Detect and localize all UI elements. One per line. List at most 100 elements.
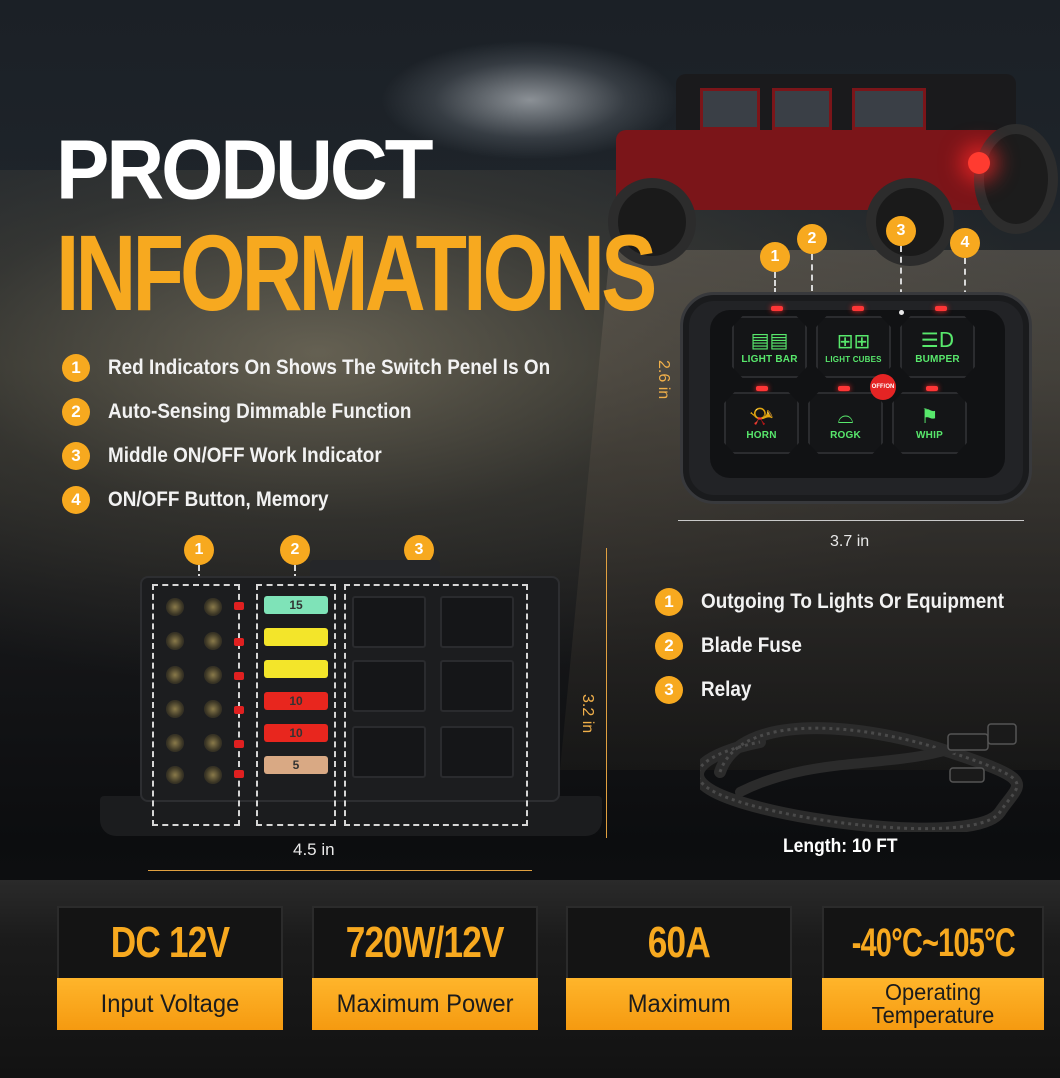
- spec-value: 60A: [647, 918, 711, 967]
- callout-leader-line: [900, 246, 902, 306]
- blade-fuse: 15: [264, 596, 328, 614]
- fusebox-feature-item: 1 Outgoing To Lights Or Equipment: [655, 580, 1055, 624]
- feature-number-badge: 2: [62, 398, 90, 426]
- red-wire: [234, 770, 244, 778]
- fuse-rating: 5: [292, 758, 300, 772]
- red-indicator-led: [756, 386, 768, 391]
- terminal-screw: [204, 666, 222, 684]
- spec-value-box: DC 12V: [57, 906, 283, 980]
- switch-light-bar[interactable]: ▤▤ LIGHT BAR: [732, 316, 807, 378]
- panel-height-label: 2.6 in: [655, 360, 672, 400]
- callout-leader-line: [774, 272, 776, 302]
- panel-callout-2: 2: [797, 224, 827, 254]
- fusebox-width-label: 4.5 in: [293, 840, 335, 859]
- fusebox-feature-item: 2 Blade Fuse: [655, 624, 1055, 668]
- vehicle-window: [852, 88, 926, 130]
- feature-text: Outgoing To Lights Or Equipment: [701, 590, 1005, 613]
- feature-number-badge: 2: [655, 632, 683, 660]
- switch-label: BUMPER: [915, 353, 960, 365]
- red-wire: [234, 638, 244, 646]
- red-indicator-led: [771, 306, 783, 311]
- relay-module: [440, 596, 514, 648]
- panel-feature-item: 1 Red Indicators On Shows The Switch Pen…: [62, 346, 642, 390]
- terminal-screw: [204, 700, 222, 718]
- spec-value: DC 12V: [110, 918, 230, 967]
- panel-callout-3: 3: [886, 216, 916, 246]
- switch-label: LIGHT CUBES: [825, 354, 882, 364]
- panel-width-dimension-line: [678, 520, 1024, 521]
- blade-fuse: 10: [264, 692, 328, 710]
- switch-whip[interactable]: ⚑ WHIP: [892, 392, 967, 454]
- relay-module: [352, 596, 426, 648]
- feature-text: Middle ON/OFF Work Indicator: [108, 444, 382, 467]
- panel-feature-item: 2 Auto-Sensing Dimmable Function: [62, 390, 642, 434]
- terminal-screw: [204, 632, 222, 650]
- box-top-tab: [310, 560, 440, 580]
- rock-light-icon: ⌓: [837, 403, 854, 428]
- blade-fuse: 5: [264, 756, 328, 774]
- red-wire: [234, 706, 244, 714]
- mounting-base: [100, 796, 602, 836]
- offroad-vehicle-image: [596, 60, 1058, 270]
- feature-number-badge: 3: [62, 442, 90, 470]
- terminal-screw: [166, 632, 184, 650]
- panel-callout-1: 1: [760, 242, 790, 272]
- whip-flag-icon: ⚑: [920, 403, 939, 428]
- feature-text: Red Indicators On Shows The Switch Penel…: [108, 356, 551, 379]
- red-wire: [234, 602, 244, 610]
- feature-number-badge: 1: [655, 588, 683, 616]
- spec-card-maximum-current: 60A Maximum: [566, 906, 792, 1030]
- spec-label: Maximum Power: [336, 990, 514, 1018]
- spec-label: Maximum: [627, 990, 731, 1018]
- relay-module: [440, 726, 514, 778]
- terminal-screw: [204, 734, 222, 752]
- feature-number-badge: 4: [62, 486, 90, 514]
- spec-value-box: -40°C~105°C: [822, 906, 1044, 980]
- terminal-screw: [166, 700, 184, 718]
- red-indicator-led: [926, 386, 938, 391]
- vehicle-window: [772, 88, 832, 130]
- spec-value: 720W/12V: [346, 918, 505, 967]
- wiring-harness-image: [692, 712, 1030, 835]
- feature-text: Auto-Sensing Dimmable Function: [108, 400, 412, 423]
- spec-label-box: Maximum Power: [312, 978, 538, 1030]
- terminal-screw: [204, 598, 222, 616]
- spec-label-box: Maximum: [566, 978, 792, 1030]
- fusebox-width-dimension-line: [148, 870, 532, 871]
- fusebox-feature-item: 3 Relay: [655, 668, 1055, 712]
- terminal-screw: [166, 766, 184, 784]
- vehicle-wheel: [608, 178, 696, 266]
- horn-icon: 📯: [749, 403, 774, 428]
- feature-text: ON/OFF Button, Memory: [108, 488, 329, 511]
- feature-text: Relay: [701, 678, 752, 701]
- relay-module: [352, 726, 426, 778]
- feature-text: Blade Fuse: [701, 634, 802, 657]
- callout-leader-line: [964, 258, 966, 318]
- switch-label: LIGHT BAR: [741, 353, 798, 365]
- red-indicator-led: [852, 306, 864, 311]
- panel-feature-item: 4 ON/OFF Button, Memory: [62, 478, 642, 522]
- red-indicator-led: [935, 306, 947, 311]
- on-off-button[interactable]: OFF/ON: [870, 374, 896, 400]
- spec-card-operating-temperature: -40°C~105°C Operating Temperature: [822, 906, 1044, 1030]
- spec-value-box: 60A: [566, 906, 792, 980]
- switch-light-cubes[interactable]: ⊞⊞ LIGHT CUBES: [816, 316, 891, 378]
- fusebox-height-dimension-line: [606, 548, 607, 838]
- switch-rock-lights[interactable]: ⌓ ROGK: [808, 392, 883, 454]
- fuse-rating: 10: [289, 694, 303, 708]
- feature-number-badge: 1: [62, 354, 90, 382]
- switch-label: WHIP: [916, 429, 943, 441]
- blade-fuse: 10: [264, 724, 328, 742]
- panel-callout-4: 4: [950, 228, 980, 258]
- spec-card-maximum-power: 720W/12V Maximum Power: [312, 906, 538, 1030]
- spare-tire: [974, 124, 1058, 234]
- harness-length-label: Length: 10 FT: [783, 836, 898, 857]
- terminal-screw: [166, 734, 184, 752]
- work-indicator-led: [899, 310, 904, 315]
- switch-bumper[interactable]: ☰D BUMPER: [900, 316, 975, 378]
- fusebox-height-label: 3.2 in: [579, 694, 596, 734]
- blade-fuse: [264, 660, 328, 678]
- switch-horn[interactable]: 📯 HORN: [724, 392, 799, 454]
- fuse-rating: 15: [289, 598, 303, 612]
